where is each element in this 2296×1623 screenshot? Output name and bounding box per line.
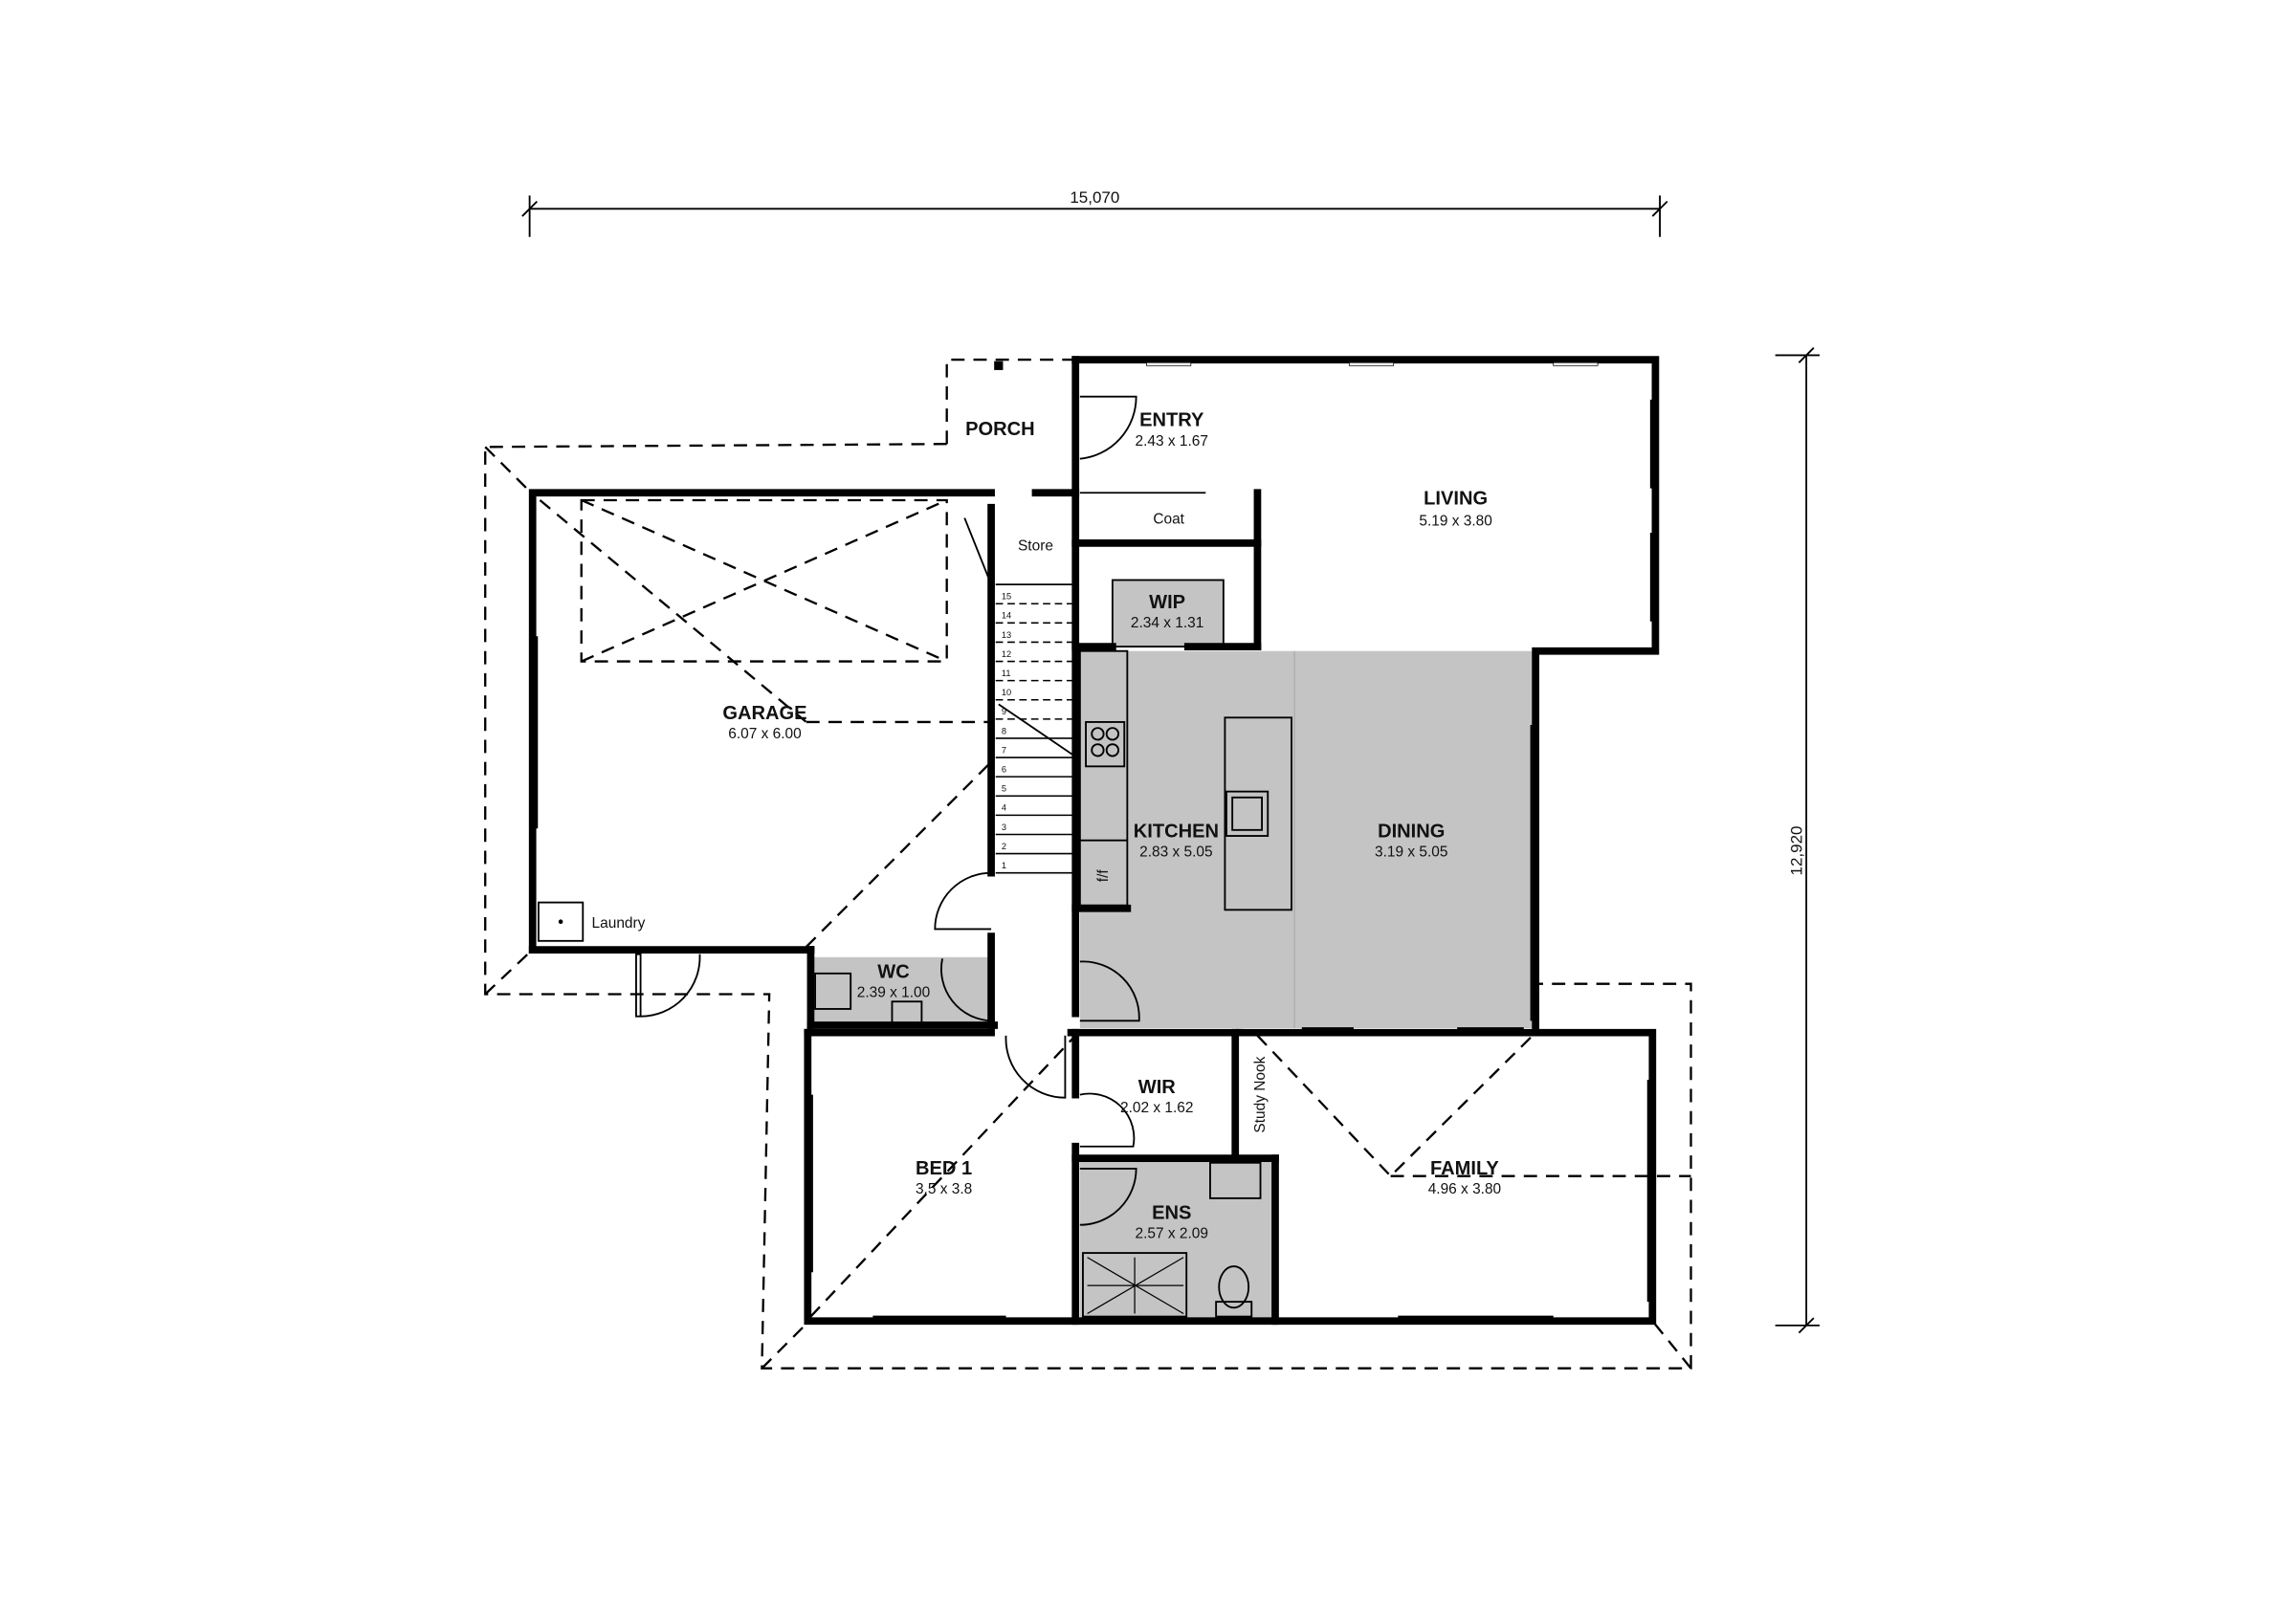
bed1-size: 3.5 x 3.8 [916, 1181, 972, 1197]
depth-label: 12,920 [1788, 825, 1806, 875]
entry-label: ENTRY [1139, 410, 1204, 431]
stair-number: 8 [1002, 726, 1006, 735]
ens-floor [1079, 1158, 1272, 1319]
stair-number: 10 [1002, 688, 1011, 697]
stair-number: 2 [1002, 842, 1006, 851]
wc-toilet-icon [814, 972, 852, 1010]
stair-number: 4 [1002, 803, 1006, 813]
ens-vanity-icon [1209, 1161, 1262, 1199]
kitchen-island [1224, 716, 1292, 911]
family-size: 4.96 x 3.80 [1428, 1181, 1501, 1197]
stair-number: 11 [1002, 669, 1011, 678]
stair-number: 13 [1002, 630, 1011, 640]
depth-dimension: 12,920 [1775, 347, 1821, 1334]
roof-outline [484, 358, 1692, 1370]
stair-number: 12 [1002, 649, 1011, 659]
width-label: 15,070 [1070, 188, 1119, 207]
living-size: 5.19 x 3.80 [1419, 513, 1491, 529]
coat-label: Coat [1153, 512, 1184, 528]
wip-size: 2.34 x 1.31 [1131, 615, 1203, 631]
stair-number: 5 [1002, 784, 1006, 794]
wir-label: WIR [1138, 1077, 1177, 1098]
garage-label: GARAGE [722, 703, 806, 724]
store-label: Store [1018, 538, 1053, 555]
windows [536, 362, 1652, 1318]
wc-size: 2.39 x 1.00 [857, 985, 930, 1001]
garage-size: 6.07 x 6.00 [728, 726, 801, 742]
ens-label: ENS [1152, 1203, 1191, 1224]
laundry-tub-icon [537, 901, 585, 942]
stair-number: 9 [1002, 707, 1006, 716]
sink-icon [1225, 790, 1269, 837]
ens-size: 2.57 x 2.09 [1136, 1226, 1208, 1242]
bed1-label: BED 1 [916, 1158, 972, 1179]
wc-label: WC [877, 961, 909, 982]
wc-floor [813, 956, 992, 1025]
wir-size: 2.02 x 1.62 [1120, 1100, 1193, 1116]
ens-toilet-icon [1218, 1265, 1250, 1309]
cooktop-icon [1085, 721, 1126, 768]
dining-size: 3.19 x 5.05 [1375, 844, 1447, 861]
fridge-label: f/f [1095, 869, 1112, 883]
family-label: FAMILY [1430, 1158, 1499, 1179]
walls [528, 356, 1660, 1326]
kitchen-label: KITCHEN [1134, 822, 1219, 843]
room-labels: PORCH ENTRY 2.43 x 1.67 LIVING 5.19 x 3.… [592, 410, 1502, 1242]
width-dimension: 15,070 [521, 188, 1668, 237]
wc-basin-icon [891, 1000, 923, 1026]
kitchen-size: 2.83 x 5.05 [1139, 844, 1212, 861]
garage-door-outline [580, 498, 948, 663]
dining-label: DINING [1378, 822, 1445, 843]
doors [635, 395, 1140, 1226]
stair-number: 7 [1002, 745, 1006, 755]
wip-label: WIP [1149, 592, 1185, 613]
study-nook-label: Study Nook [1252, 1056, 1269, 1132]
stair-number: 15 [1002, 592, 1011, 602]
shower-icon [1082, 1252, 1188, 1318]
stair-number: 3 [1002, 822, 1006, 832]
stair-number: 6 [1002, 765, 1006, 775]
living-label: LIVING [1424, 489, 1488, 510]
fixtures [537, 361, 1292, 1318]
porch-label: PORCH [965, 419, 1035, 440]
entry-size: 2.43 x 1.67 [1136, 433, 1208, 450]
stair-number: 1 [1002, 861, 1006, 870]
stair-number: 14 [1002, 611, 1011, 621]
kitchen-dining-floor [1079, 650, 1534, 1029]
kitchen-bench [1078, 649, 1129, 907]
laundry-label: Laundry [592, 915, 646, 932]
wip-floor [1112, 580, 1224, 647]
